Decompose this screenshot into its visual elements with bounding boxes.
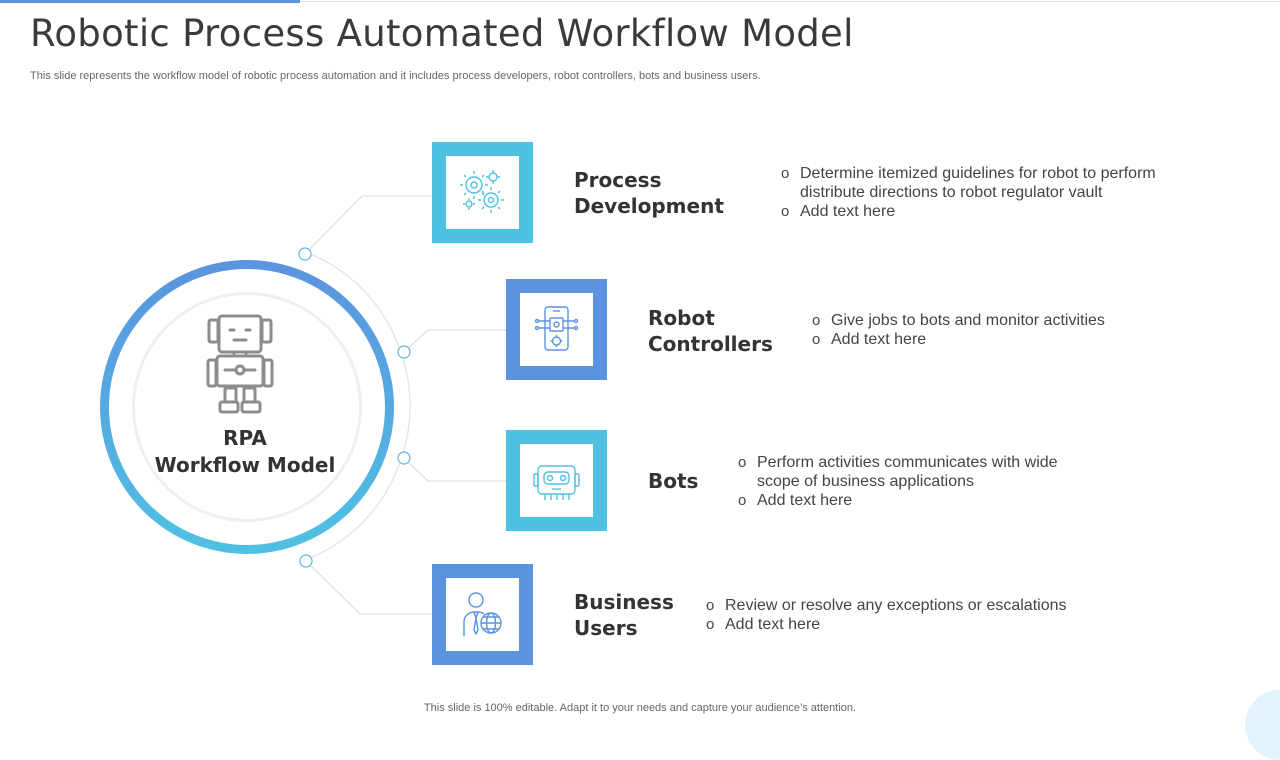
bullet-list-robot-controllers: Give jobs to bots and monitor activities…: [812, 311, 1172, 349]
connector-dot-3: [397, 451, 411, 465]
list-item: Add text here: [812, 330, 1172, 349]
gears-icon: [460, 170, 504, 213]
step-title-process-development: Process Development: [574, 168, 724, 218]
center-label-line2: Workflow Model: [154, 453, 336, 477]
list-item: Add text here: [781, 202, 1171, 221]
bot-head-icon: [533, 465, 580, 500]
step-title-bots: Bots: [648, 469, 699, 493]
step-box-process-development: [432, 142, 533, 243]
list-item: Add text here: [738, 491, 1078, 510]
connector-line-3: [403, 457, 506, 482]
robot-icon: [206, 314, 274, 414]
connector-line-4: [305, 560, 432, 615]
center-label: RPA Workflow Model: [150, 425, 340, 479]
page-subtitle: This slide represents the workflow model…: [30, 70, 761, 82]
business-user-globe-icon: [463, 592, 502, 636]
step-title-robot-controllers: Robot Controllers: [648, 306, 773, 356]
list-item: Add text here: [706, 615, 1106, 634]
inner-ring: [132, 292, 362, 522]
center-label-line1: RPA: [223, 426, 267, 450]
list-item: Determine itemized guidelines for robot …: [781, 164, 1171, 202]
list-item: Perform activities communicates with wid…: [738, 453, 1078, 491]
connector-line-2: [403, 329, 506, 353]
connector-dot-1: [298, 247, 312, 261]
mobile-chip-icon: [534, 306, 579, 351]
bullet-list-process-development: Determine itemized guidelines for robot …: [781, 164, 1171, 221]
top-divider-line: [300, 1, 1280, 2]
step-box-bots: [506, 430, 607, 531]
list-item: Give jobs to bots and monitor activities: [812, 311, 1172, 330]
list-item: Review or resolve any exceptions or esca…: [706, 596, 1106, 615]
connector-dot-4: [299, 554, 313, 568]
step-box-robot-controllers: [506, 279, 607, 380]
step-title-business-users: Business Users: [574, 590, 674, 640]
bullet-list-business-users: Review or resolve any exceptions or esca…: [706, 596, 1106, 634]
connector-lines: [298, 195, 506, 615]
top-accent-bar: [0, 0, 300, 3]
step-box-business-users: [432, 564, 533, 665]
bullet-list-bots: Perform activities communicates with wid…: [738, 453, 1078, 510]
footer-note: This slide is 100% editable. Adapt it to…: [423, 702, 857, 714]
connector-dot-2: [397, 345, 411, 359]
connector-line-1: [304, 195, 432, 255]
page-title: Robotic Process Automated Workflow Model: [30, 12, 854, 55]
